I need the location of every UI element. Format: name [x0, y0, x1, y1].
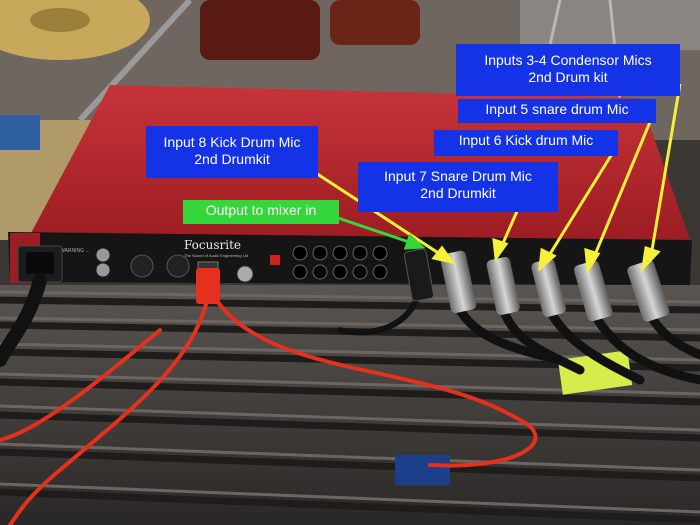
panel-fine-print: WARNING ... — [60, 248, 90, 254]
output-arrow — [337, 216, 426, 250]
arrow-head-input-6 — [538, 247, 557, 272]
usb-cable-red-3 — [0, 328, 162, 442]
label-input-6: Input 6 Kick drum Mic — [434, 130, 618, 156]
arrow-head-input-5 — [584, 247, 601, 275]
focusrite-logo: Focusrite — [184, 238, 241, 252]
xlr-input-3-4 — [627, 260, 670, 322]
power-cable — [0, 273, 47, 367]
bnc-connector-2 — [95, 262, 111, 278]
xlr-connectors — [440, 250, 670, 322]
trs-output-plug — [403, 248, 435, 302]
drum-shell — [200, 0, 320, 60]
focusrite-tagline: The Sound of Audio Engineering Ltd — [184, 253, 248, 258]
usb-cable-red-2 — [208, 288, 538, 468]
line-outputs — [292, 245, 388, 280]
drum-shell-2 — [330, 0, 420, 45]
xlr-input-5 — [573, 260, 613, 322]
cymbal-stand — [77, 0, 193, 123]
arrow-head-input-7 — [492, 237, 509, 263]
power-socket-inner — [26, 252, 54, 274]
label-input-8: Input 8 Kick Drum Mic 2nd Drumkit — [146, 126, 318, 178]
arrow-input-6 — [543, 153, 614, 263]
usb-plug — [196, 268, 220, 304]
label-input-5: Input 5 snare drum Mic — [458, 99, 656, 123]
usb-cable-red — [8, 283, 212, 525]
label-output: Output to mixer in — [183, 200, 339, 224]
cymbal-bell — [30, 8, 90, 32]
blue-object — [0, 115, 40, 150]
xlr-input-6 — [531, 258, 567, 317]
bnc-connector — [95, 247, 111, 263]
midi-port — [130, 254, 154, 278]
wordclock-out — [236, 265, 254, 283]
arrow-head-inputs-3-4 — [640, 246, 661, 273]
arrow-input-5 — [590, 121, 652, 263]
xlr-input-8 — [440, 250, 477, 313]
label-inputs-3-4: Inputs 3-4 Condensor Mics 2nd Drum kit — [456, 44, 680, 96]
midi-port-2 — [166, 254, 190, 278]
red-button — [270, 255, 280, 265]
label-input-7: Input 7 Snare Drum Mic 2nd Drumkit — [358, 162, 558, 212]
intel-sticker — [395, 455, 450, 485]
arrow-inputs-3-4 — [648, 83, 682, 263]
xlr-input-7 — [486, 257, 520, 315]
arrow-head-input-8 — [431, 245, 456, 265]
